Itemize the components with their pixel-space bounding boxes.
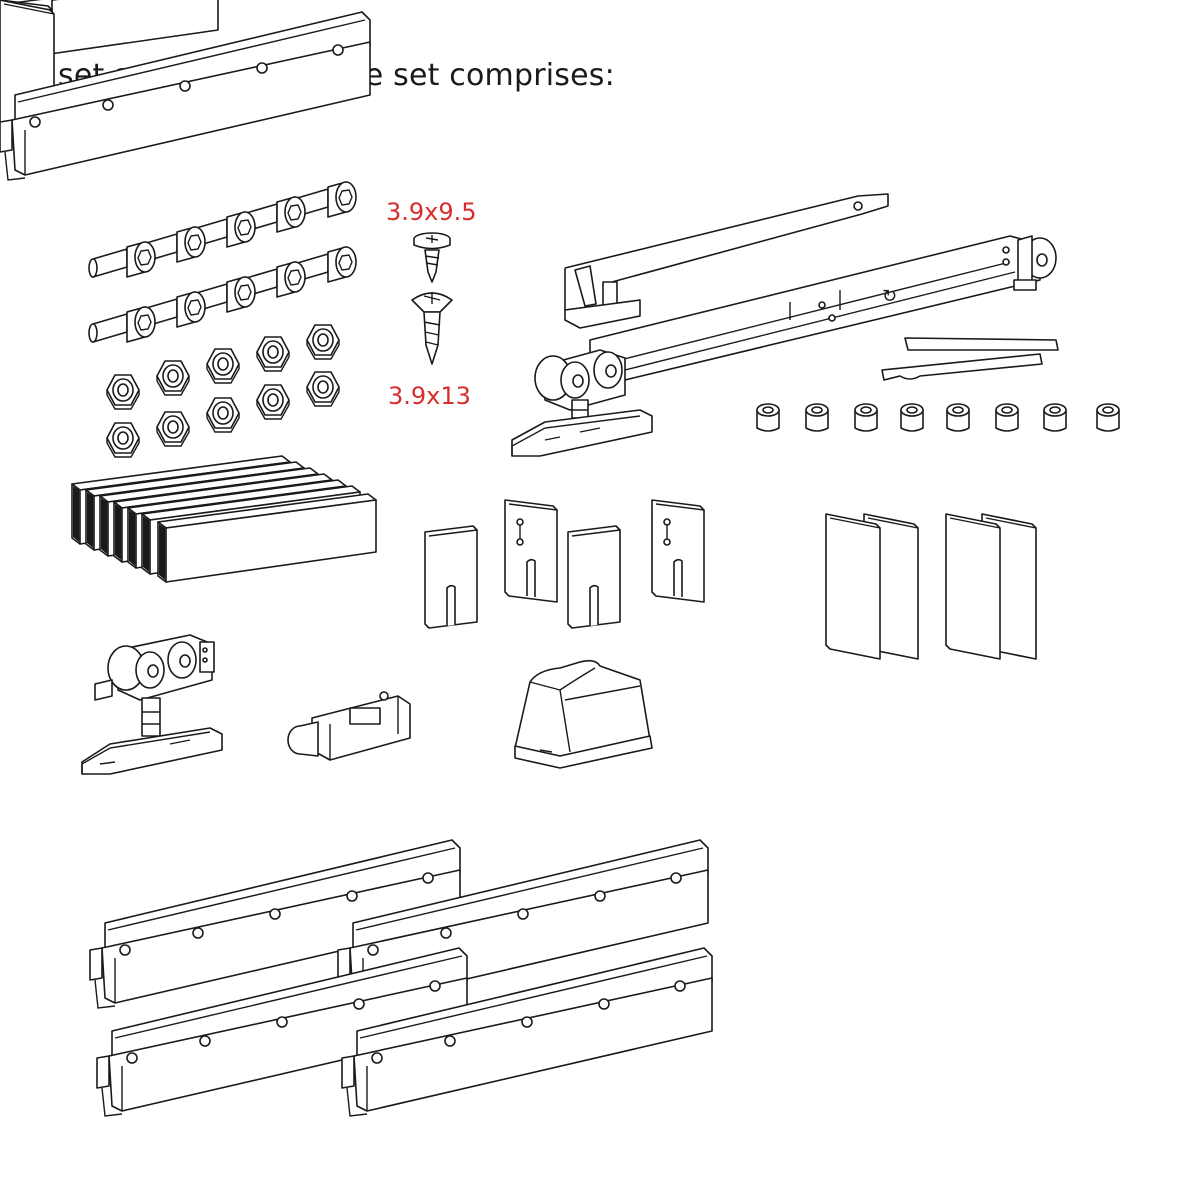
soft-close-damper: ↻ (511, 193, 1057, 457)
bushing (1096, 403, 1120, 432)
flat-key-tools (881, 337, 1059, 381)
screw-size-label-small: 3.9x9.5 (386, 198, 477, 226)
spacer-plate (424, 525, 478, 629)
spacer-plate-with-pins (504, 499, 558, 603)
bushing (854, 403, 878, 432)
hex-nut (206, 348, 240, 384)
screw-small (413, 232, 451, 283)
hex-nut (106, 422, 140, 458)
hex-nut (256, 384, 290, 420)
hex-bolt (88, 306, 156, 343)
hex-nut (306, 324, 340, 360)
bushing (946, 403, 970, 432)
screw-large (411, 292, 453, 365)
bushing (805, 403, 829, 432)
svg-text:↻: ↻ (882, 286, 897, 307)
hex-nut (306, 371, 340, 407)
bushing (900, 403, 924, 432)
rail-profiles-group (0, 11, 713, 1117)
hex-nut (156, 360, 190, 396)
bushing (995, 403, 1019, 432)
hex-nut (256, 336, 290, 372)
roller-trolley (81, 634, 223, 775)
adhesive-pad (945, 513, 1001, 660)
floor-guide (514, 659, 653, 769)
bushing (1043, 403, 1067, 432)
screw-size-label-large: 3.9x13 (388, 382, 471, 410)
door-stopper (287, 691, 411, 761)
spacer-plate (567, 525, 621, 629)
hex-nut (106, 374, 140, 410)
hex-bolt (88, 241, 156, 278)
hex-nut (206, 397, 240, 433)
hex-nut (156, 411, 190, 447)
spacer-plate-with-pins (651, 499, 705, 603)
bushing (756, 403, 780, 432)
adhesive-pad (825, 513, 881, 660)
rail-profile (0, 11, 371, 181)
